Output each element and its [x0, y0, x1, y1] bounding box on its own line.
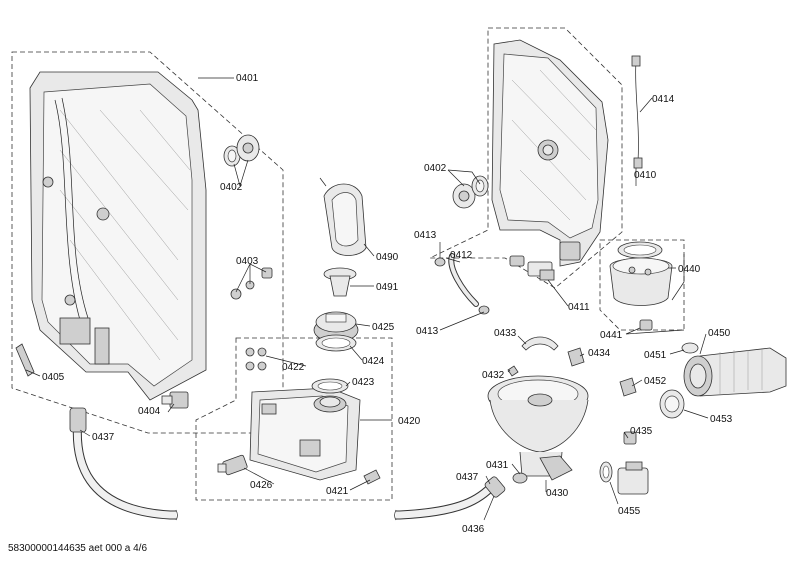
part-0434-clip: [567, 347, 585, 367]
part-0431-filter: [512, 472, 528, 484]
label-0403: 0403: [236, 256, 259, 267]
part-0453-seal: [659, 389, 685, 419]
label-0435: 0435: [630, 426, 653, 437]
group-outline-0410: [429, 27, 623, 289]
part-0426-connector: [217, 454, 248, 476]
part-0422-small-parts: [245, 347, 267, 371]
part-0423-seal: [311, 378, 349, 394]
label-0423: 0423: [352, 377, 375, 388]
label-0453: 0453: [710, 414, 733, 425]
label-0490: 0490: [376, 252, 399, 263]
label-0401: 0401: [236, 73, 259, 84]
part-0410-water-pocket: [491, 39, 609, 267]
label-0422: 0422: [282, 362, 305, 373]
part-0435-sensor: [623, 431, 637, 445]
label-0411: 0411: [568, 302, 590, 313]
label-0452: 0452: [644, 376, 667, 387]
label-0420: 0420: [398, 416, 421, 427]
part-labels: 0401 0402 0403 0404 0405 0437 0490 0491 …: [42, 73, 733, 535]
part-0441-cap: [639, 319, 653, 331]
label-0441: 0441: [600, 330, 623, 341]
part-0455-pump: [599, 461, 649, 495]
label-0437-right: 0437: [456, 472, 479, 483]
part-0436-drain-hose: [69, 407, 506, 525]
part-0432-screw: [507, 365, 519, 377]
part-0491-cap: [323, 267, 357, 297]
label-0425: 0425: [372, 322, 395, 333]
part-0451-clamp: [681, 342, 699, 354]
part-0404-connector: [161, 391, 189, 409]
label-0430: 0430: [546, 488, 569, 499]
part-0414-cable: [631, 55, 643, 169]
part-0490-funnel: [319, 177, 367, 256]
part-0405-strip: [15, 343, 35, 377]
part-0412-hose: [448, 253, 479, 307]
part-0420-dispenser: [249, 387, 361, 481]
part-0413-clamps: [434, 257, 490, 315]
label-0413-top: 0413: [414, 230, 437, 241]
label-0433: 0433: [494, 328, 517, 339]
part-0430-sump: [487, 375, 589, 481]
label-0451: 0451: [644, 350, 667, 361]
label-0424: 0424: [362, 356, 385, 367]
label-0402: 0402: [220, 182, 243, 193]
part-0424-ring: [315, 334, 357, 352]
part-0403-clips: [230, 267, 273, 300]
label-0412: 0412: [450, 250, 473, 261]
label-0432: 0432: [482, 370, 505, 381]
label-0491: 0491: [376, 282, 399, 293]
part-0440-heater: [609, 241, 673, 306]
label-0404: 0404: [138, 406, 161, 417]
part-0452-clip: [619, 377, 637, 397]
part-0411-valve: [509, 255, 555, 281]
label-0437: 0437: [92, 432, 115, 443]
label-0410: 0410: [634, 170, 657, 181]
part-0401-side-panel: [29, 71, 207, 401]
part-0450-circulation-pump: [683, 347, 787, 397]
label-0431: 0431: [486, 460, 509, 471]
label-0436: 0436: [462, 524, 485, 535]
label-0414: 0414: [652, 94, 675, 105]
group-outline-0420: [195, 337, 393, 501]
footer-document-id: 58300000144635 aet 000 a 4/6: [8, 543, 147, 554]
label-0405: 0405: [42, 372, 65, 383]
part-0402-seal-left: [223, 134, 260, 167]
label-0421: 0421: [326, 486, 349, 497]
label-0450: 0450: [708, 328, 731, 339]
label-0455: 0455: [618, 506, 641, 517]
part-0402-seal-right: [452, 175, 489, 209]
part-0433-arc: [521, 336, 559, 351]
label-0434: 0434: [588, 348, 611, 359]
label-0402-right: 0402: [424, 163, 447, 174]
leader-lines: [25, 77, 709, 521]
label-0413-bottom: 0413: [416, 326, 439, 337]
label-0440: 0440: [678, 264, 701, 275]
label-0426: 0426: [250, 480, 273, 491]
